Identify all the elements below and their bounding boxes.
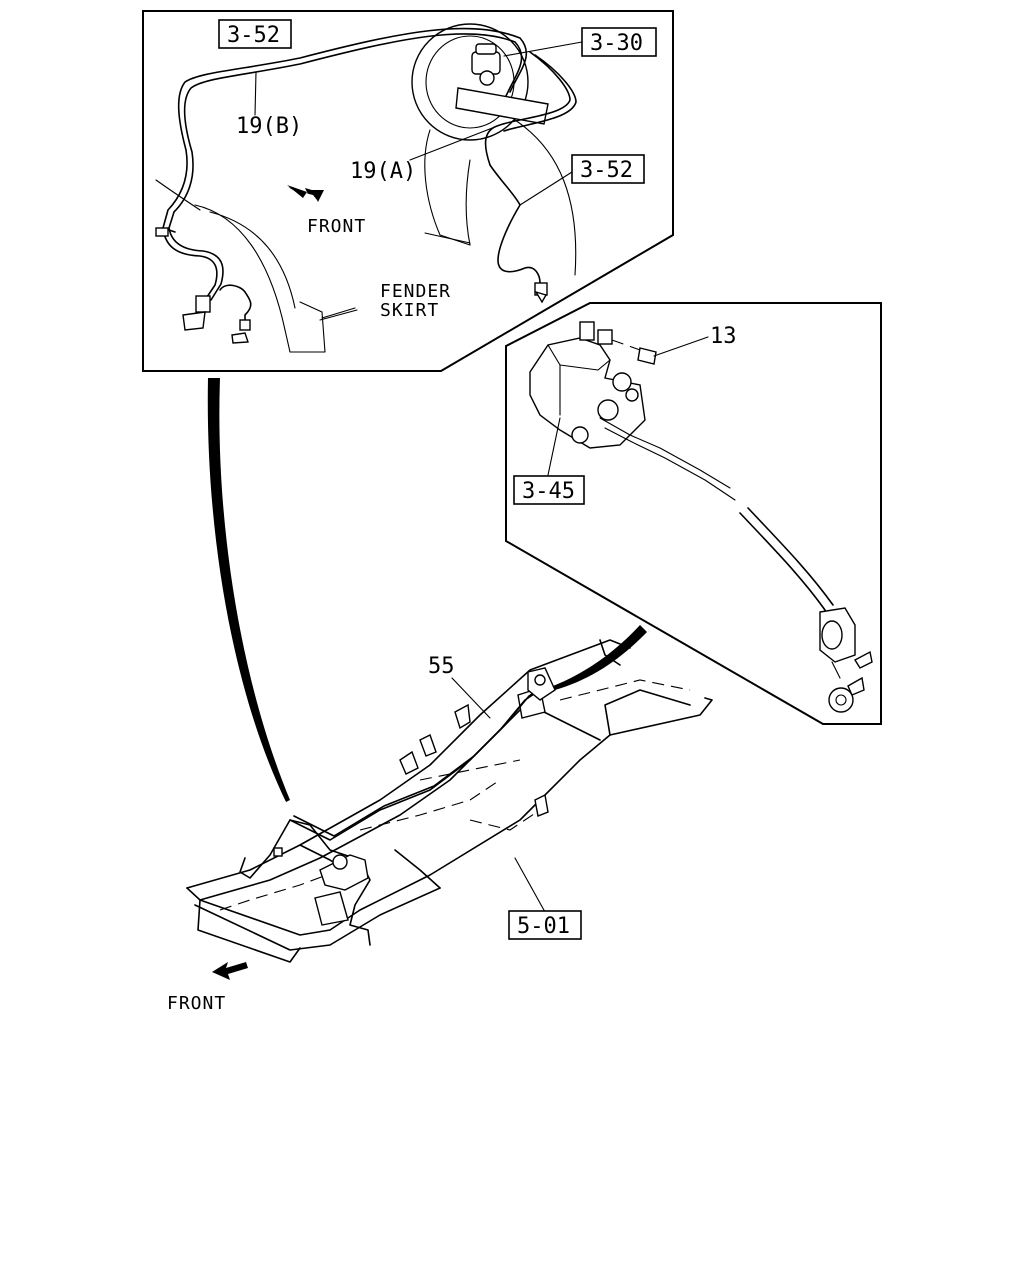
ref-box-3-45 — [513, 475, 585, 505]
part-19a-label: 19(A) — [350, 159, 416, 184]
fender-skirt-label-line1: FENDER — [380, 281, 451, 302]
ref-box-3-30 — [581, 27, 657, 57]
ref-3-52-top-label: 3-52 — [227, 23, 280, 48]
fender-skirt-outline — [155, 179, 356, 353]
ref-box-5-01 — [508, 910, 582, 940]
engine-bay-detail-panel: 3-52 3-30 3-52 19(B) 19(A) FRONT FENDER … — [142, 10, 674, 372]
master-cylinder-frame — [273, 847, 369, 891]
ref-3-30-label: 3-30 — [590, 31, 643, 56]
part-55-label: 55 — [428, 654, 455, 679]
bolt-13 — [611, 336, 709, 365]
ref-5-01-label: 5-01 — [517, 914, 570, 939]
chassis-frame — [186, 639, 713, 963]
linkage-rod — [739, 507, 873, 713]
ref-3-52-right-label: 3-52 — [580, 158, 633, 183]
lsp-valve-detail-panel: 3-45 13 — [505, 302, 882, 725]
brake-pipes-upper — [155, 27, 577, 344]
front-upper-label: FRONT — [307, 216, 366, 237]
front-lower-label: FRONT — [167, 993, 226, 1014]
load-sensing-valve — [529, 321, 736, 501]
master-cylinder — [455, 43, 549, 125]
fender-skirt-label-line2: SKIRT — [380, 300, 439, 321]
ref-box-3-52-top — [218, 19, 292, 49]
front-arrow-lower-icon — [212, 962, 248, 980]
ref-3-45-label: 3-45 — [522, 479, 575, 504]
part-19b-label: 19(B) — [236, 114, 302, 139]
front-arrow-upper-icon — [287, 185, 324, 202]
ref-box-3-52-right — [571, 154, 645, 184]
callout-swoosh-right — [553, 625, 647, 690]
part-13-label: 13 — [710, 324, 737, 349]
lsp-valve-frame — [527, 667, 556, 701]
callout-swoosh-left — [207, 378, 290, 802]
